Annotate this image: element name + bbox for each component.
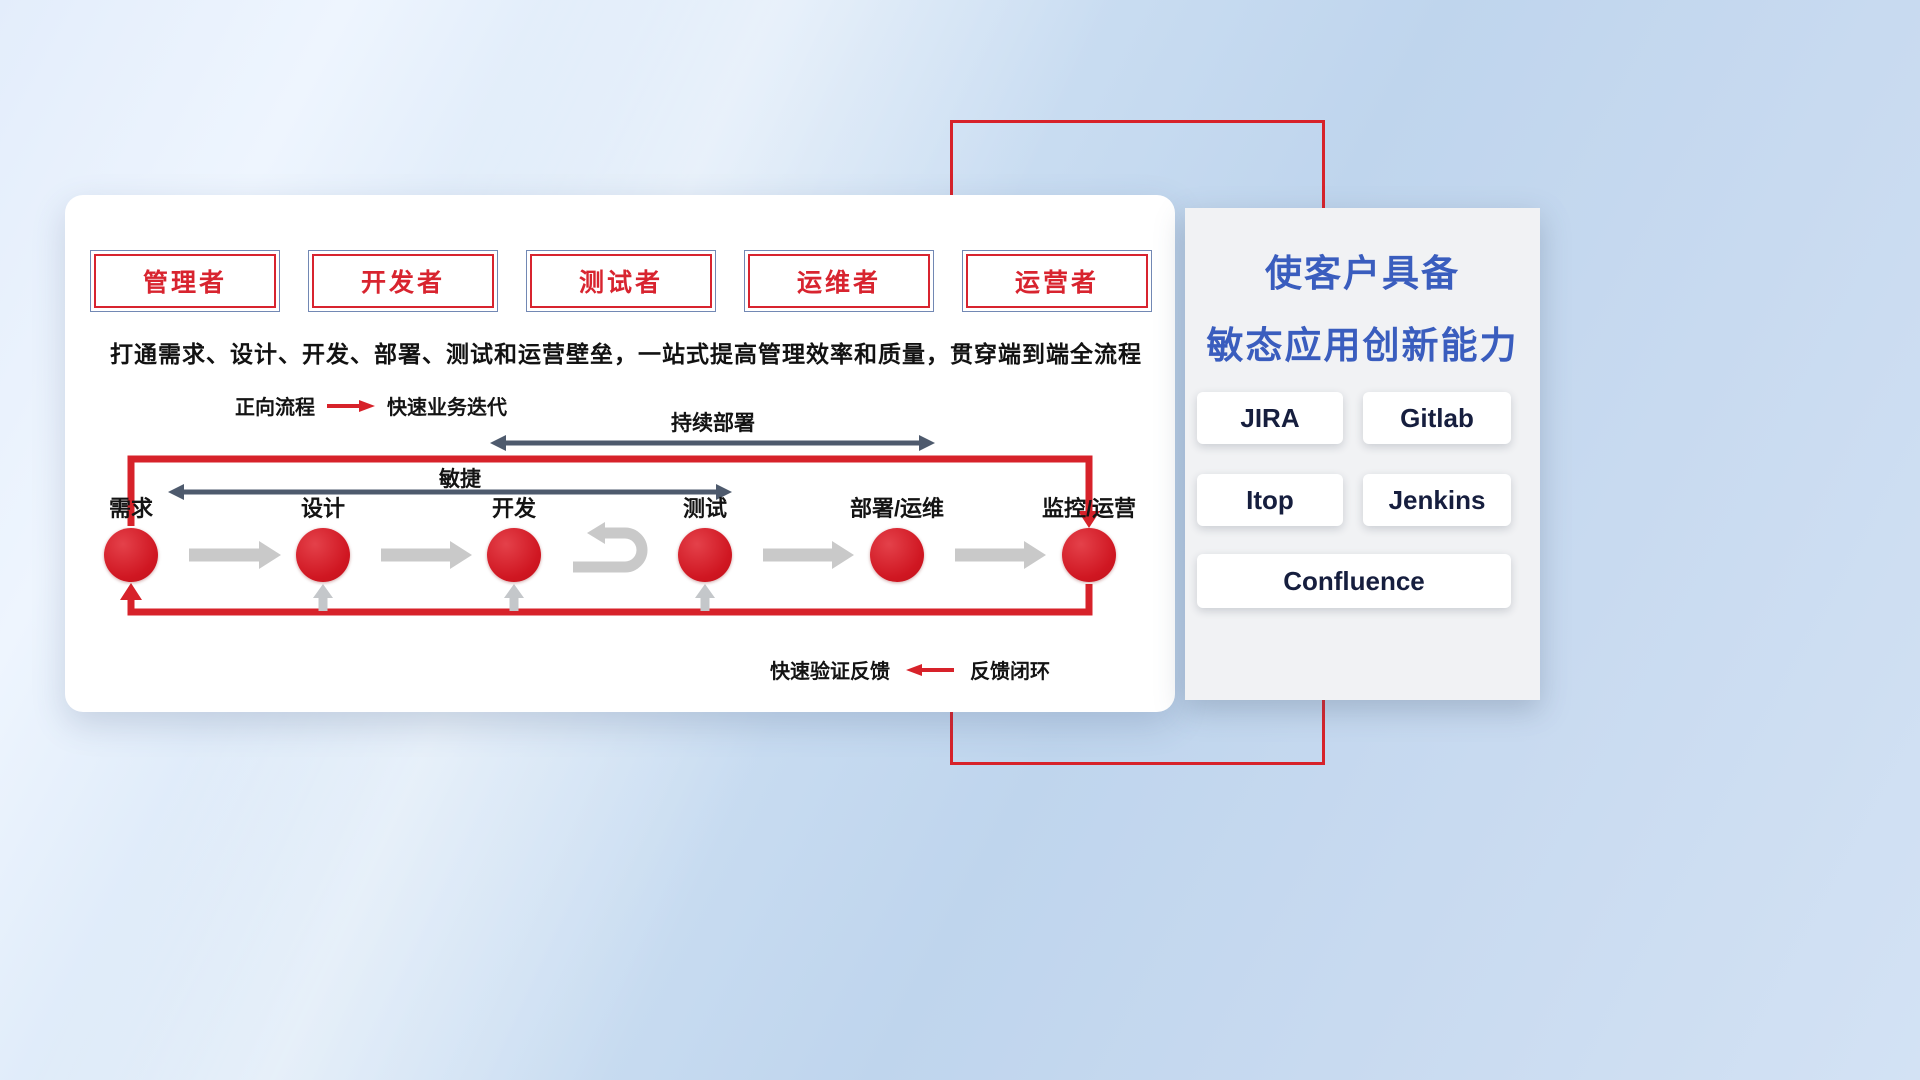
- flow-diagram-svg: [120, 435, 1100, 616]
- stage-label-development: 开发: [491, 496, 537, 521]
- workflow-description: 打通需求、设计、开发、部署、测试和运营壁垒，一站式提高管理效率和质量，贯穿端到端…: [110, 341, 1142, 367]
- role-box-ops: 运维者: [744, 250, 934, 312]
- feedback-legend-label: 快速验证反馈: [770, 661, 890, 683]
- feedback-loop-line: [120, 583, 1093, 616]
- feedback-up-arrows: [313, 584, 715, 611]
- forward-flow-value: 快速业务迭代: [387, 397, 507, 419]
- stage-node-design: [296, 528, 350, 582]
- iteration-loop-icon: [573, 522, 648, 573]
- tool-chip-jira: JIRA: [1197, 392, 1343, 444]
- capability-panel: 使客户具备 敏态应用创新能力 JIRA Gitlab Itop Jenkins …: [1185, 208, 1540, 700]
- continuous-deploy-label: 持续部署: [671, 412, 755, 435]
- forward-arrow-icon: [327, 399, 375, 412]
- tool-chip-confluence: Confluence: [1197, 554, 1511, 608]
- role-label: 运营者: [1014, 269, 1099, 297]
- tool-chip-gitlab: Gitlab: [1363, 392, 1511, 444]
- role-label: 运维者: [796, 269, 881, 297]
- feedback-legend: 快速验证反馈 反馈闭环: [770, 655, 1050, 684]
- stage-node-requirements: [104, 528, 158, 582]
- forward-flow-label: 正向流程: [235, 397, 315, 419]
- forward-loop-line: [127, 455, 1100, 528]
- role-box-operator: 运营者: [962, 250, 1152, 312]
- role-label: 开发者: [360, 269, 445, 297]
- stage-label-monitor-ops: 监控/运营: [1041, 496, 1137, 521]
- panel-title-line1: 使客户具备: [1265, 253, 1460, 294]
- role-box-tester: 测试者: [526, 250, 716, 312]
- stage-label-testing: 测试: [682, 496, 728, 521]
- cd-range-arrow: [490, 435, 935, 451]
- agile-label: 敏捷: [439, 468, 481, 491]
- role-label: 管理者: [142, 269, 227, 297]
- tool-chip-itop: Itop: [1197, 474, 1343, 526]
- stage-node-monitor-ops: [1062, 528, 1116, 582]
- stage-node-testing: [678, 528, 732, 582]
- role-box-manager: 管理者: [90, 250, 280, 312]
- role-boxes-row: 管理者 开发者 测试者 运维者 运营者: [90, 250, 1152, 312]
- feedback-legend-value: 反馈闭环: [970, 661, 1050, 683]
- stage-label-design: 设计: [300, 496, 346, 521]
- panel-title: 使客户具备 敏态应用创新能力: [1185, 238, 1540, 382]
- feedback-arrow-icon: [906, 663, 954, 676]
- role-label: 测试者: [578, 269, 663, 297]
- stage-node-deploy-ops: [870, 528, 924, 582]
- devops-workflow-card: 管理者 开发者 测试者 运维者 运营者 打通需求、设计、开发、部署、测试和运营壁…: [65, 195, 1175, 712]
- stage-label-requirements: 需求: [108, 496, 154, 521]
- node-connector-arrows: [189, 541, 1046, 569]
- tool-chip-jenkins: Jenkins: [1363, 474, 1511, 526]
- forward-flow-legend: 正向流程 快速业务迭代: [235, 391, 507, 420]
- agile-range-arrow: [168, 484, 732, 500]
- role-box-developer: 开发者: [308, 250, 498, 312]
- stage-label-deploy-ops: 部署/运维: [849, 496, 945, 521]
- stage-node-development: [487, 528, 541, 582]
- panel-title-line2: 敏态应用创新能力: [1206, 325, 1519, 367]
